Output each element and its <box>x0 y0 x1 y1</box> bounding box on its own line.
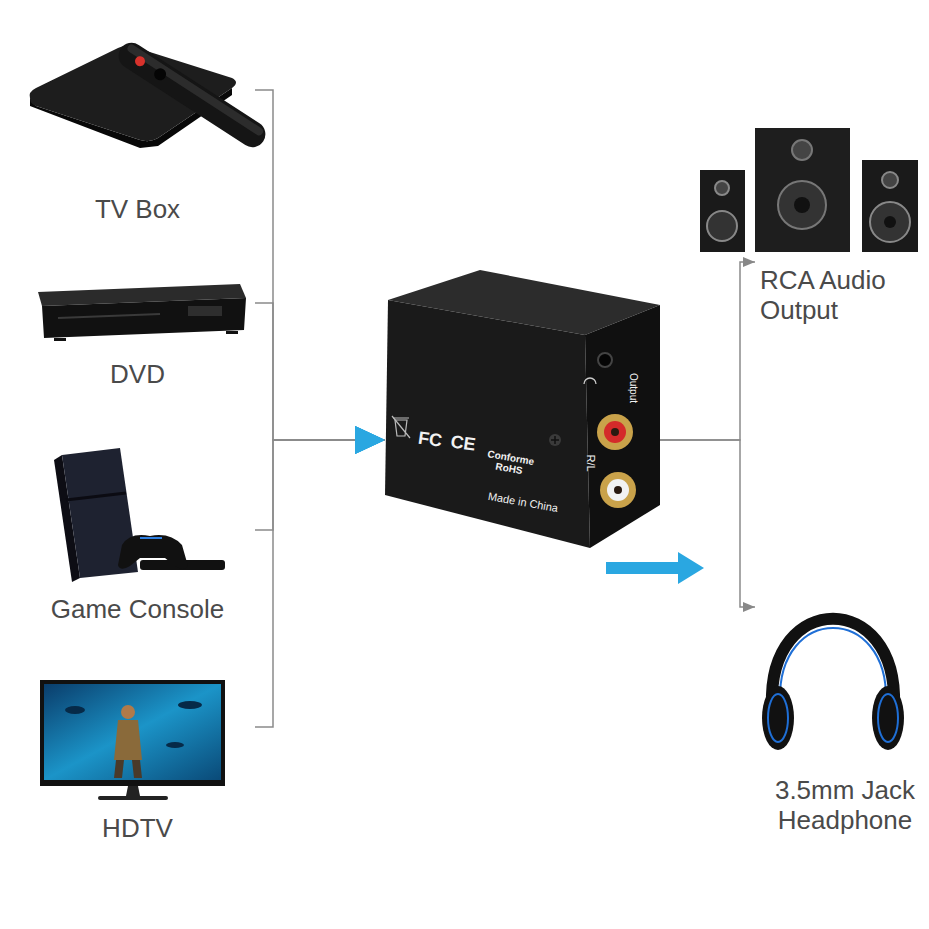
tv-box-illustration <box>30 38 271 152</box>
dvd-player-illustration-part <box>54 338 66 341</box>
headphone-illustration-part <box>762 686 794 750</box>
speakers-illustration-part <box>792 140 812 160</box>
device-label: HDTV <box>102 813 173 843</box>
panel-marking: Conforme RoHS <box>482 448 537 479</box>
dvd-player-illustration-part <box>42 298 246 338</box>
converter-housing-part <box>584 378 596 384</box>
connector-line <box>255 303 385 440</box>
device-node: Game Console <box>20 440 255 630</box>
tv-box-illustration-part <box>114 38 271 152</box>
speakers-illustration <box>700 128 918 252</box>
converter-housing-part <box>611 428 619 436</box>
converter-housing-part <box>551 436 559 444</box>
panel-marking: CE <box>449 432 477 455</box>
converter-housing-part <box>597 414 633 450</box>
dvd-player-illustration-part <box>226 331 238 334</box>
hdtv-illustration-part <box>126 786 140 796</box>
tv-box-illustration-part <box>133 54 147 68</box>
hdtv-illustration-part <box>178 701 202 709</box>
hdtv-illustration-part <box>40 680 225 786</box>
connector-line <box>255 90 385 440</box>
headphone-illustration-part <box>878 694 898 742</box>
output-node: 3.5mm Jack Headphone <box>755 595 929 835</box>
headphone-illustration-part <box>780 628 886 700</box>
speakers-illustration-part <box>755 128 850 252</box>
game-console-illustration <box>54 448 225 582</box>
panel-marking: Output <box>628 373 639 403</box>
flow-arrow <box>606 552 704 584</box>
hdtv-illustration-part <box>114 760 142 778</box>
speakers-illustration-part <box>870 202 910 242</box>
game-console-illustration-part <box>66 493 126 500</box>
output-label: RCA Audio Output <box>760 265 929 325</box>
output-label: 3.5mm Jack Headphone <box>760 775 929 835</box>
device-label: Game Console <box>51 594 224 624</box>
speakers-illustration-part <box>700 170 745 252</box>
converter-housing-part <box>549 434 561 446</box>
tv-box-illustration-part <box>152 66 169 83</box>
device-node: HDTV <box>20 672 255 850</box>
hdtv-illustration-part <box>166 742 184 748</box>
speakers-illustration-part <box>778 181 826 229</box>
speakers-illustration-part <box>715 181 729 195</box>
hdtv-illustration-part <box>44 684 221 780</box>
speakers-illustration-part <box>862 160 918 252</box>
device-label: TV Box <box>95 194 180 224</box>
panel-marking: R/L <box>585 454 597 471</box>
headphone-illustration-part <box>768 694 788 742</box>
panel-marking: FC <box>417 429 444 452</box>
connector-line <box>255 440 385 530</box>
converter-housing-part <box>392 416 410 438</box>
converter-housing-part <box>604 421 626 443</box>
converter-housing-part <box>585 305 660 548</box>
converter-housing-part <box>614 486 622 494</box>
tv-box-illustration-part <box>114 38 271 152</box>
converter-housing <box>385 270 660 548</box>
device-label: DVD <box>110 359 165 389</box>
speakers-illustration-part <box>884 216 896 228</box>
speakers-illustration-part <box>882 172 898 188</box>
converter-housing-part <box>600 472 636 508</box>
dvd-player-illustration-part <box>188 306 222 316</box>
hdtv-illustration <box>40 680 225 800</box>
output-node: RCA Audio Output <box>755 115 929 325</box>
tv-box-illustration-part <box>126 43 265 137</box>
connector-line <box>255 440 385 727</box>
device-node: DVD <box>20 265 255 395</box>
headphone-illustration-part <box>872 686 904 750</box>
game-console-illustration-part <box>118 535 188 569</box>
converter-box: FCCEConforme RoHS Made in China R/L Output <box>385 268 660 548</box>
panel-marking: Made in China <box>487 490 559 514</box>
headphone-illustration-part <box>772 619 894 705</box>
dvd-player-illustration-part <box>58 314 160 318</box>
hdtv-illustration-part <box>114 720 142 760</box>
connector-line <box>660 440 755 607</box>
speakers-illustration-part <box>707 211 737 241</box>
converter-housing-part <box>607 479 629 501</box>
hdtv-illustration-part <box>65 706 85 714</box>
converter-housing-part <box>385 300 590 548</box>
headphone-illustration <box>762 619 904 750</box>
converter-housing-part <box>598 353 612 367</box>
hdtv-illustration-part <box>121 705 135 719</box>
dvd-player-illustration <box>38 284 246 341</box>
speakers-illustration-part <box>794 197 810 213</box>
device-node: TV Box <box>20 15 255 230</box>
game-console-illustration-part <box>140 537 162 539</box>
flow-arrow-part <box>606 552 704 584</box>
hdtv-illustration-part <box>98 796 168 800</box>
connector-line <box>660 262 755 440</box>
